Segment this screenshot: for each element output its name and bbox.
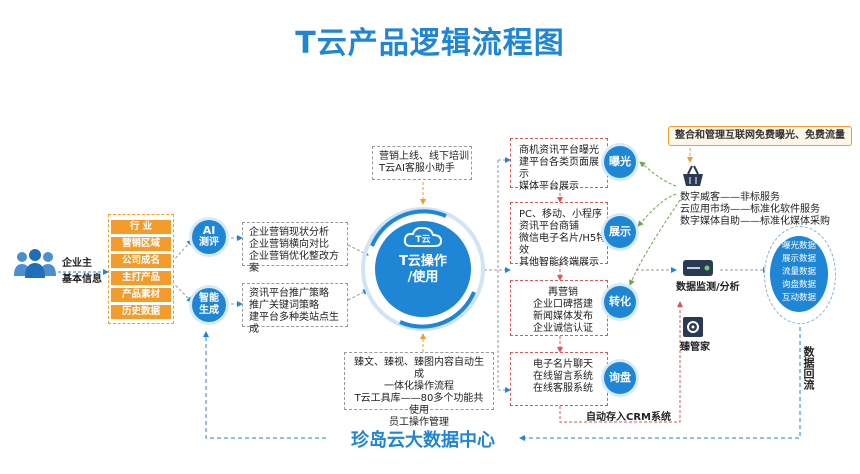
tag-region: 营销区域 — [111, 237, 171, 251]
badge-inquiry: 询盘 — [604, 362, 636, 394]
stage-convert-line: 新闻媒体发布 — [533, 311, 593, 322]
page-title: T云产品逻辑流程图 — [295, 26, 565, 61]
enterprise-tags-panel: 行 业 营销区域 公司成名 主打产品 产品素材 历史数据 — [108, 214, 174, 324]
stage-convert-line: 企业口碑搭建 — [533, 299, 593, 310]
data-circle: 曝光数据 展示数据 流量数据 询盘数据 互动数据 — [770, 236, 828, 312]
service-line: 数字威客——非标服务 — [680, 192, 780, 203]
service-line: 云应用市场——标准化软件服务 — [680, 204, 820, 215]
steward-icon — [683, 317, 703, 337]
badge-display: 展示 — [604, 216, 636, 248]
data-item: 展示数据 — [781, 254, 816, 264]
tag-history: 历史数据 — [111, 305, 171, 319]
free-traffic-banner: 整合和管理互联网免费曝光、免费流量 — [668, 126, 852, 146]
ai-eval-line1: AI — [202, 224, 216, 237]
ai-eval-item: 企业营销优化整改方案 — [249, 251, 339, 274]
ai-eval-node: AI 测评 — [192, 220, 226, 254]
ai-eval-item: 企业营销横向对比 — [249, 239, 329, 250]
stage-convert-line: 企业诚信认证 — [533, 323, 593, 334]
tag-material: 产品素材 — [111, 288, 171, 302]
center-logo-text: T云 — [415, 235, 431, 245]
ai-eval-line2: 测评 — [199, 237, 219, 248]
smart-gen-line1: 智能 — [199, 293, 219, 304]
smart-gen-item: 建平台多种类站点生成 — [249, 312, 339, 335]
smart-gen-item: 推广关键词策略 — [249, 300, 319, 311]
steward-label: 臻管家 — [680, 342, 710, 353]
bottom-note-line: T云工具库——80多个功能共使用 — [354, 393, 484, 416]
stage-exposure-box: 商机资讯平台曝光 建平台各类页面展示 媒体平台展示 — [510, 138, 608, 192]
stage-exposure-line: 建平台各类页面展示 — [519, 157, 599, 180]
smart-gen-text-box: 资讯平台推广策略 推广关键词策略 建平台多种类站点生成 — [242, 283, 348, 335]
data-item: 曝光数据 — [781, 241, 816, 251]
bottom-note-box: 臻文、臻视、臻图内容自动生成 一体化操作流程 T云工具库——80多个功能共使用 … — [344, 352, 494, 428]
top-note-line: T云AI客服小助手 — [379, 163, 455, 174]
stage-inquiry-line: 在线留言系统 — [533, 371, 593, 382]
tag-product: 主打产品 — [111, 271, 171, 285]
users-icon — [14, 249, 56, 278]
stage-inquiry-box: 电子名片聊天 在线留言系统 在线客服系统 — [510, 352, 608, 406]
badge-convert: 转化 — [604, 286, 636, 318]
stage-convert-box: 再营销 企业口碑搭建 新闻媒体发布 企业诚信认证 — [510, 280, 608, 336]
stage-exposure-line: 商机资讯平台曝光 — [519, 145, 599, 156]
ai-eval-item: 企业营销现状分析 — [249, 227, 329, 238]
top-note-line: 营销上线、线下培训 — [379, 151, 469, 162]
stage-display-box: PC、移动、小程序 资讯平台商铺 微信电子名片/H5特效 其他智能终端展示 — [510, 202, 608, 268]
smart-gen-item: 资讯平台推广策略 — [249, 288, 329, 299]
crm-label: 自动存入CRM系统 — [586, 412, 671, 423]
smart-gen-line2: 生成 — [199, 305, 219, 316]
stage-convert-line: 再营销 — [548, 287, 578, 298]
stage-display-line: 微信电子名片/H5特效 — [519, 233, 607, 256]
stage-display-line: PC、移动、小程序 — [519, 209, 603, 220]
bottom-note-line: 一体化操作流程 — [384, 381, 454, 392]
bottom-note-line: 员工操作管理 — [389, 417, 449, 428]
data-item: 互动数据 — [781, 293, 816, 303]
tag-industry: 行 业 — [111, 220, 171, 234]
cloud-logo-icon — [403, 226, 443, 247]
basket-icon — [683, 165, 703, 186]
smart-gen-node: 智能 生成 — [192, 288, 226, 322]
stage-exposure-line: 媒体平台展示 — [519, 181, 579, 192]
bottom-note-line: 臻文、臻视、臻图内容自动生成 — [354, 357, 484, 380]
stage-display-line: 其他智能终端展示 — [519, 257, 599, 268]
enterprise-label: 企业主 — [62, 258, 92, 269]
server-icon — [683, 260, 713, 276]
service-line: 数字媒体自助——标准化媒体采购 — [680, 216, 830, 227]
data-item: 询盘数据 — [781, 280, 816, 290]
stage-display-line: 资讯平台商铺 — [519, 221, 579, 232]
monitor-label: 数据监测/分析 — [676, 282, 740, 293]
center-hub-rings — [361, 207, 485, 331]
tag-company: 公司成名 — [111, 254, 171, 268]
top-note-box: 营销上线、线下培训 T云AI客服小助手 — [372, 146, 472, 180]
footer-title: 珍岛云大数据中心 — [328, 426, 518, 452]
backflow-label: 数据回流 — [802, 346, 815, 390]
center-label: T云操作 /使用 — [383, 254, 463, 286]
stage-inquiry-line: 在线客服系统 — [533, 383, 593, 394]
base-info-label: 基本信息 — [62, 274, 102, 285]
badge-exposure: 曝光 — [604, 146, 636, 178]
center-label-line1: T云操作 — [399, 254, 447, 269]
data-item: 流量数据 — [781, 267, 816, 277]
stage-inquiry-line: 电子名片聊天 — [533, 359, 593, 370]
center-label-line2: /使用 — [407, 270, 439, 285]
ai-eval-text-box: 企业营销现状分析 企业营销横向对比 企业营销优化整改方案 — [242, 222, 348, 274]
